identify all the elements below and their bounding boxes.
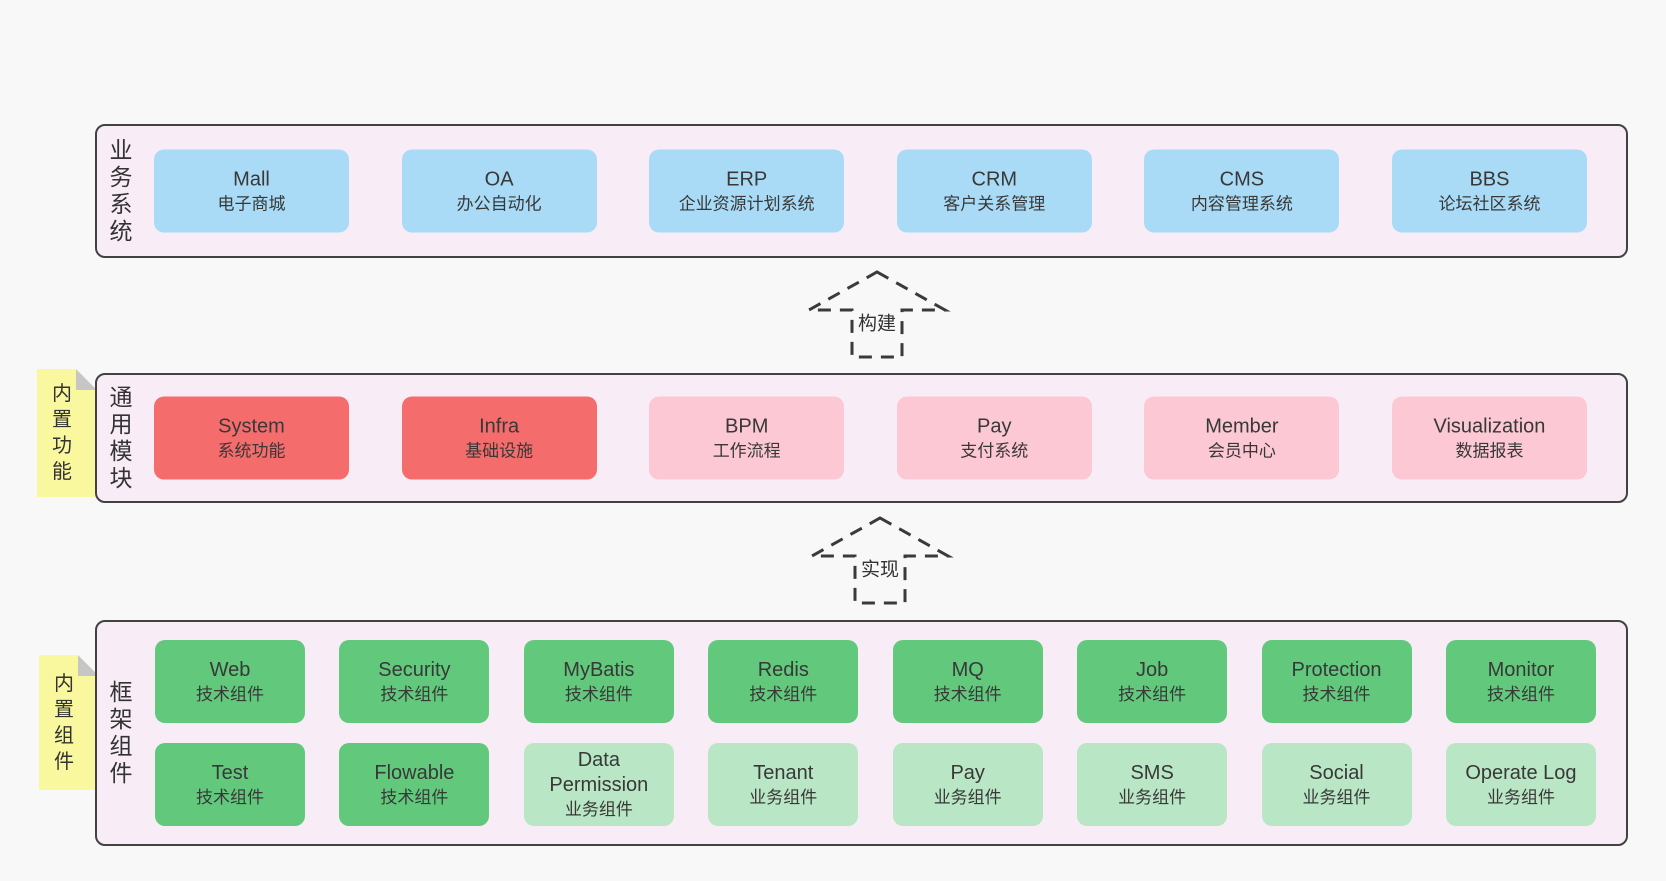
module-box-subtitle: 办公自动化 <box>456 194 542 213</box>
component-box-title: Social <box>1309 761 1364 784</box>
component-box-redis: Redis 技术组件 <box>708 640 859 723</box>
component-box-sms: SMS 业务组件 <box>1077 743 1228 826</box>
sticky-tab-label: 内置功能 <box>52 383 72 483</box>
component-box-title: Tenant <box>753 761 814 784</box>
component-box-operate-log: Operate Log 业务组件 <box>1445 743 1596 826</box>
module-box-title: Visualization <box>1433 415 1546 437</box>
module-box-bbs: BBS 论坛社区系统 <box>1391 149 1587 233</box>
component-box-title: Operate Log <box>1465 761 1577 784</box>
component-box-subtitle: 技术组件 <box>564 684 633 704</box>
component-box-social: Social 业务组件 <box>1261 743 1412 826</box>
component-box-subtitle: 业务组件 <box>749 787 818 807</box>
sticky-tab-built-in-features: 内置功能 <box>37 369 97 497</box>
component-box-subtitle: 技术组件 <box>196 787 264 807</box>
component-box-subtitle: 业务组件 <box>1118 787 1187 807</box>
module-box-title: Member <box>1205 415 1279 437</box>
module-box-subtitle: 电子商城 <box>217 194 286 213</box>
layer-common-modules: 通用模块 System 系统功能 Infra 基础设施 BPM 工作流程 Pay… <box>95 373 1628 503</box>
module-box-infra: Infra 基础设施 <box>401 396 597 480</box>
component-box-subtitle: 业务组件 <box>933 787 1002 807</box>
module-box-title: Pay <box>977 415 1012 437</box>
component-box-title: Web <box>209 658 251 681</box>
module-box-erp: ERP 企业资源计划系统 <box>649 149 845 233</box>
component-box-subtitle: 技术组件 <box>1118 684 1187 704</box>
layer-label-common-modules: 通用模块 <box>109 384 133 491</box>
component-box-title: Redis <box>757 658 809 681</box>
component-box-title: Test <box>211 761 249 784</box>
component-box-title: SMS <box>1130 761 1174 784</box>
module-box-crm: CRM 客户关系管理 <box>896 149 1092 233</box>
module-box-subtitle: 系统功能 <box>217 441 286 460</box>
layer-label-framework-components: 框架组件 <box>109 679 133 786</box>
component-box-subtitle: 技术组件 <box>1302 684 1371 704</box>
component-box-title: MQ <box>951 658 984 681</box>
component-box-subtitle: 业务组件 <box>1302 787 1371 807</box>
component-box-job: Job 技术组件 <box>1077 640 1228 723</box>
component-box-security: Security 技术组件 <box>339 640 490 723</box>
component-box-web: Web 技术组件 <box>155 640 305 723</box>
component-box-title: Job <box>1135 658 1169 681</box>
layer-framework-components: 框架组件 Web 技术组件 Security 技术组件 MyBatis 技术组件… <box>95 620 1628 846</box>
component-box-pay: Pay 业务组件 <box>892 743 1043 826</box>
layer-label-business-systems: 业务系统 <box>109 137 133 244</box>
component-box-subtitle: 技术组件 <box>196 684 264 704</box>
component-box-title: Pay <box>950 761 985 784</box>
module-box-subtitle: 客户关系管理 <box>943 194 1046 213</box>
component-box-title: Security <box>378 658 451 681</box>
module-box-title: CMS <box>1219 168 1265 190</box>
component-box-flowable: Flowable 技术组件 <box>339 743 490 826</box>
module-box-mall: Mall 电子商城 <box>154 149 349 233</box>
module-box-subtitle: 论坛社区系统 <box>1438 194 1541 213</box>
component-box-subtitle: 业务组件 <box>564 800 633 819</box>
component-box-protection: Protection 技术组件 <box>1261 640 1412 723</box>
component-box-title: Monitor <box>1487 658 1555 681</box>
component-box-title: Data Permission <box>549 749 649 796</box>
module-box-visualization: Visualization 数据报表 <box>1391 396 1587 480</box>
component-box-subtitle: 技术组件 <box>1486 684 1555 704</box>
component-box-mybatis: MyBatis 技术组件 <box>523 640 674 723</box>
sticky-fold-corner-icon <box>76 369 97 390</box>
module-box-title: BPM <box>725 415 769 437</box>
component-box-subtitle: 技术组件 <box>933 684 1002 704</box>
component-box-subtitle: 技术组件 <box>380 787 449 807</box>
component-box-subtitle: 技术组件 <box>380 684 449 704</box>
module-box-subtitle: 内容管理系统 <box>1190 194 1293 213</box>
component-box-subtitle: 技术组件 <box>749 684 818 704</box>
arrow-label-implement: 实现 <box>857 553 903 583</box>
module-box-oa: OA 办公自动化 <box>401 149 597 233</box>
module-box-title: BBS <box>1469 168 1510 190</box>
component-box-subtitle: 业务组件 <box>1486 787 1555 807</box>
module-box-member: Member 会员中心 <box>1144 396 1340 480</box>
component-box-title: Protection <box>1291 658 1382 681</box>
component-box-title: Flowable <box>374 761 455 784</box>
arrow-label-build: 构建 <box>854 307 900 337</box>
module-box-title: ERP <box>726 168 768 190</box>
component-box-title: MyBatis <box>563 658 635 681</box>
module-box-subtitle: 数据报表 <box>1455 441 1524 460</box>
component-box-test: Test 技术组件 <box>155 743 305 826</box>
module-box-subtitle: 基础设施 <box>465 441 534 460</box>
module-box-subtitle: 工作流程 <box>712 441 781 460</box>
module-box-subtitle: 会员中心 <box>1207 441 1276 460</box>
module-box-title: System <box>218 415 285 437</box>
module-box-title: Infra <box>479 415 520 437</box>
component-box-monitor: Monitor 技术组件 <box>1445 640 1596 723</box>
sticky-tab-built-in-components: 内置组件 <box>39 655 99 790</box>
module-box-cms: CMS 内容管理系统 <box>1144 149 1340 233</box>
module-box-bpm: BPM 工作流程 <box>649 396 845 480</box>
module-box-pay: Pay 支付系统 <box>896 396 1092 480</box>
component-box-mq: MQ 技术组件 <box>892 640 1043 723</box>
module-box-title: Mall <box>233 168 270 190</box>
module-box-title: OA <box>484 168 514 190</box>
component-box-tenant: Tenant 业务组件 <box>708 743 859 826</box>
module-box-subtitle: 企业资源计划系统 <box>678 194 815 213</box>
component-box-data-permission: Data Permission 业务组件 <box>523 743 674 826</box>
module-box-title: CRM <box>971 168 1018 190</box>
sticky-tab-label: 内置组件 <box>54 672 74 773</box>
layer-business-systems: 业务系统 Mall 电子商城 OA 办公自动化 ERP 企业资源计划系统 CRM… <box>95 124 1628 258</box>
module-box-subtitle: 支付系统 <box>960 441 1029 460</box>
module-box-system: System 系统功能 <box>154 396 349 480</box>
